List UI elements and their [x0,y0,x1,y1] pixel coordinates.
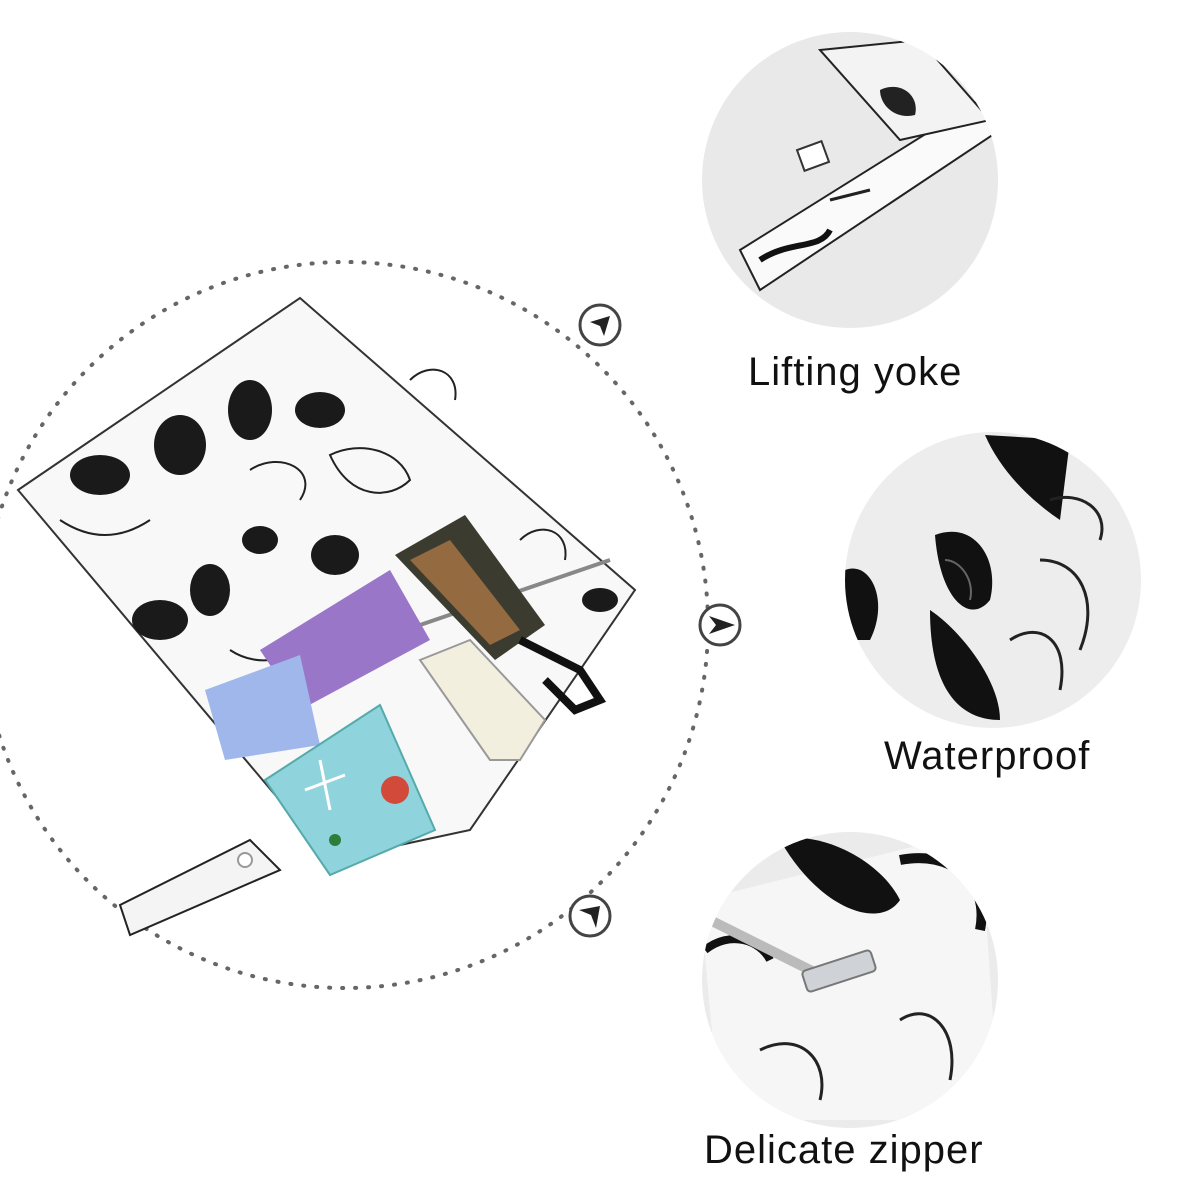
arrow-marker-icon [578,303,622,347]
lifting-yoke-label: Lifting yoke [748,350,963,394]
wet-bag-image [16,296,637,937]
delicate-zipper-closeup [702,832,998,1128]
delicate-zipper-label: Delicate zipper [704,1128,984,1172]
arrow-marker-icon [568,894,612,938]
waterproof-label: Waterproof [884,734,1091,778]
waterproof-closeup [845,432,1141,728]
lifting-yoke-closeup [702,32,998,328]
arrow-marker-icon [698,603,742,647]
